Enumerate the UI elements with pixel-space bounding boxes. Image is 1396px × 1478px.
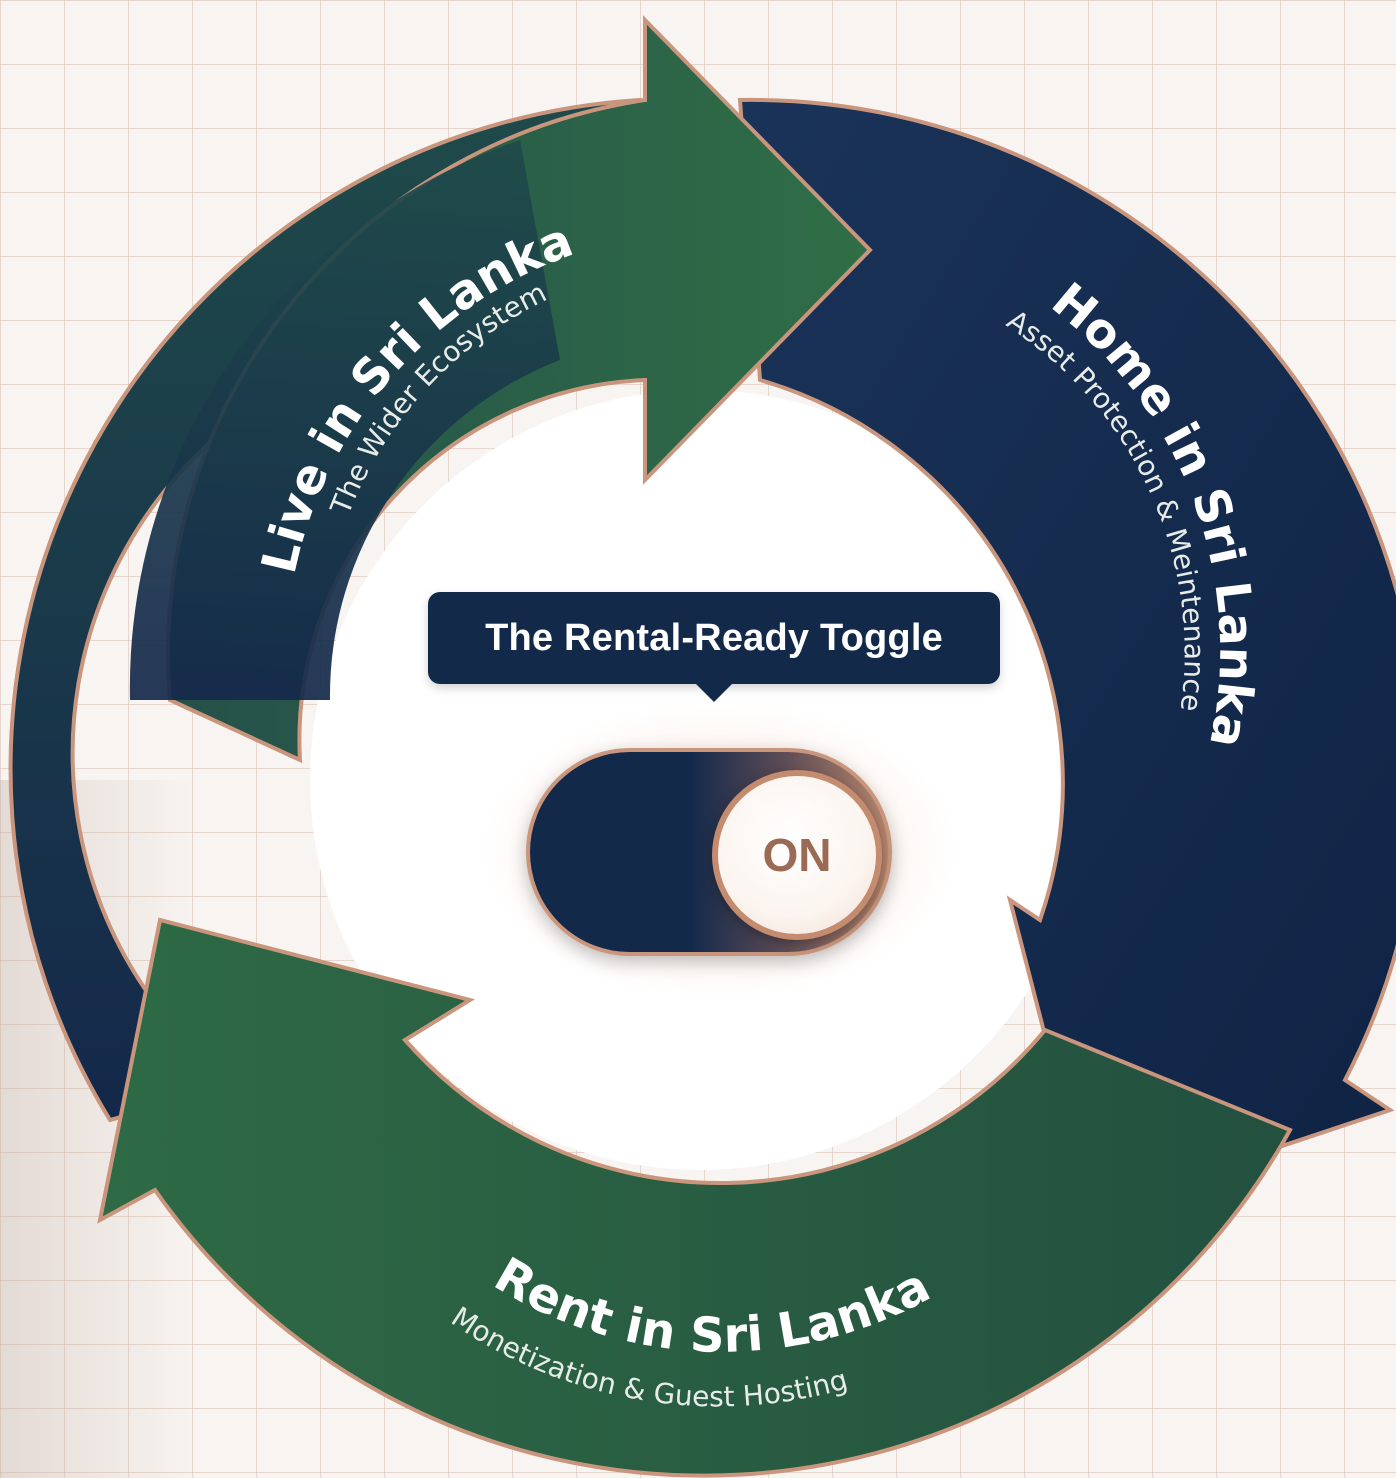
toggle-state-label: ON (762, 829, 832, 881)
rent-arrow (97, 917, 1293, 1478)
live-text-band (129, 140, 560, 700)
center-callout-label: The Rental-Ready Toggle (485, 616, 943, 659)
center-callout: The Rental-Ready Toggle (428, 592, 1000, 702)
home-arrow (737, 97, 1396, 1213)
toggle-knob[interactable]: ON (712, 770, 882, 940)
